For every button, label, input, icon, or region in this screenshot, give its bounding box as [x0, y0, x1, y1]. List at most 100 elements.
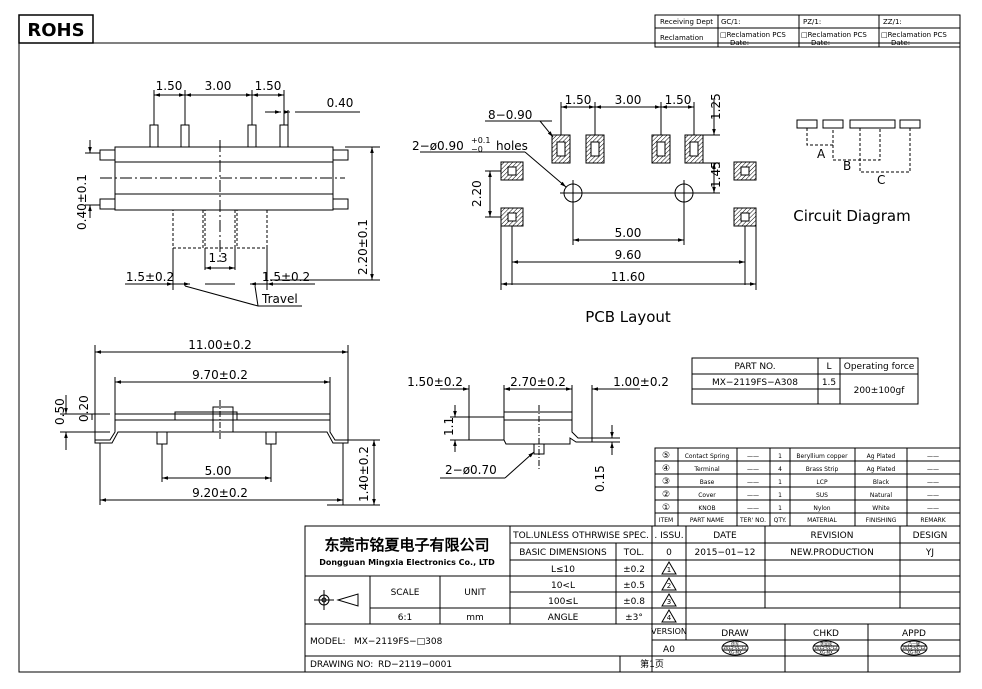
dim-15-left: 1.5±0.2: [126, 270, 174, 284]
pcb-holes-b: 2−ø0.90: [412, 139, 464, 153]
reclamation-pcs-2: □Reclamation PCS: [801, 31, 867, 39]
tri-2: 2: [667, 582, 671, 590]
pcb-dim-1160: 11.60: [611, 270, 645, 284]
stamp-appd: [900, 640, 928, 656]
pcb-layout: [420, 100, 757, 290]
bom-finishing: Ag Plated: [867, 466, 896, 473]
front-view-labels: 11.00±0.2 9.70±0.2 0.50 0.20 5.00 9.20±0…: [53, 338, 371, 502]
bom-material: Brass Strip: [806, 466, 839, 473]
dim-15-right: 1.5±0.2: [262, 270, 310, 284]
bom-h-remark: REMARK: [920, 517, 946, 524]
bom-h-material: MATERIAL: [807, 517, 837, 524]
dim-040: 0.40: [327, 96, 354, 110]
bom-name: KNOB: [698, 505, 715, 512]
issu-value: 0: [666, 548, 672, 558]
pcb-dim-145: 1.45: [709, 161, 723, 188]
stamp-chkd-date: 2015-01-12: [814, 645, 838, 650]
zz-label: ZZ/1:: [883, 18, 902, 26]
company-en: Dongguan Mingxia Electronics Co., LTD: [319, 558, 495, 567]
bom-ter: ——: [747, 466, 759, 473]
pcb-holes-word: holes: [496, 139, 528, 153]
part-no-header: PART NO.: [734, 362, 775, 372]
tri-3: 3: [667, 598, 671, 606]
tol-val-4: ±3°: [625, 613, 643, 623]
revision-triangles: [661, 561, 677, 623]
revision-label: REVISION: [811, 531, 854, 541]
circuit-diagram: [796, 119, 921, 173]
bom-remark: ——: [927, 479, 939, 486]
model-value: MX−2119FS−□308: [354, 637, 443, 647]
dim-150-left: 1.50: [156, 79, 183, 93]
receiving-box: Receiving Dept Reclamation GC/1: PZ/1: Z…: [654, 14, 961, 48]
dim-13: 1.3: [208, 251, 227, 265]
stamp-draw-code: XG-MX: [728, 650, 742, 655]
dim-300: 3.00: [205, 79, 232, 93]
reclamation-pcs-3: □Reclamation PCS: [881, 31, 947, 39]
tri-1: 1: [667, 566, 671, 574]
pcb-holes-tol-dn: −0: [471, 145, 483, 154]
bom-finishing: Black: [873, 479, 890, 486]
dim-040-tol: 0.40±0.1: [75, 174, 89, 230]
draw-label: DRAW: [721, 629, 748, 639]
bom-qty: 1: [778, 492, 782, 499]
company-cn: 东莞市铭夏电子有限公司: [324, 536, 489, 554]
bom-ter: ——: [747, 453, 759, 460]
tol-range-2: 10<L: [551, 581, 575, 591]
front-view: [60, 345, 380, 506]
bom-material: SUS: [816, 492, 828, 499]
bom-item: ③: [662, 477, 670, 487]
force-value: 200±100gf: [854, 386, 906, 396]
l-header: L: [826, 362, 831, 372]
date-1: Date:: [730, 39, 749, 47]
bom-ter: ——: [747, 492, 759, 499]
bom-finishing: White: [872, 505, 890, 512]
scale-value: 6:1: [398, 613, 412, 623]
pcb-dim-960: 9.60: [615, 248, 642, 262]
tol-range-3: 100≤L: [548, 597, 578, 607]
tol-val-1: ±0.2: [623, 565, 645, 575]
rohs-badge: ROHS: [18, 14, 94, 44]
projection-symbol-icon: [314, 590, 359, 610]
stamp-chkd: [812, 640, 840, 656]
stamp-appd-code: XG-MX: [907, 650, 921, 655]
bom-remark: ——: [927, 466, 939, 473]
bom-name: Terminal: [693, 466, 720, 473]
bom-item: ②: [662, 490, 670, 500]
reclamation-label: Reclamation: [660, 34, 703, 42]
part-no-value: MX−2119FS−A308: [712, 378, 798, 388]
l-value: 1.5: [822, 378, 836, 388]
tol-title: TOL.UNLESS OTHRWISE SPEC.: [512, 531, 649, 541]
bom-h-qty: QTY.: [774, 517, 787, 524]
receiving-dept-label: Receiving Dept: [660, 18, 713, 26]
drawing-no-value: RD−2119−0001: [378, 660, 452, 670]
bom-remark: ——: [927, 505, 939, 512]
stamp-draw-date: 2015-01-12: [723, 645, 747, 650]
bom-finishing: Natural: [870, 492, 892, 499]
bom-remark: ——: [927, 492, 939, 499]
pcb-dim-150-right: 1.50: [665, 93, 692, 107]
pcb-dim-500: 5.00: [615, 226, 642, 240]
part-table: PART NO. L Operating force MX−2119FS−A30…: [691, 357, 919, 405]
front-dim-140: 1.40±0.2: [357, 446, 371, 502]
pcb-title: PCB Layout: [585, 308, 671, 326]
pcb-dim-300: 3.00: [615, 93, 642, 107]
version-value: A0: [663, 645, 675, 655]
side-view: [440, 385, 640, 479]
bom-h-finishing: FINISHING: [866, 517, 897, 524]
basic-dim-label: BASIC DIMENSIONS: [519, 548, 607, 558]
front-dim-020: 0.20: [77, 395, 91, 422]
front-dim-920: 9.20±0.2: [192, 486, 248, 500]
front-dim-970: 9.70±0.2: [192, 368, 248, 382]
gc-label: GC/1:: [721, 18, 740, 26]
side-dim-270: 2.70±0.2: [510, 375, 566, 389]
circuit-a: A: [817, 147, 826, 161]
bom-material: Beryllium copper: [796, 453, 848, 460]
date-label: DATE: [713, 531, 737, 541]
stamp-draw: [721, 640, 749, 656]
front-dim-050: 0.50: [53, 398, 67, 425]
model-label: MODEL:: [310, 637, 346, 647]
chkd-label: CHKD: [813, 629, 839, 639]
bom-finishing: Ag Plated: [867, 453, 896, 460]
